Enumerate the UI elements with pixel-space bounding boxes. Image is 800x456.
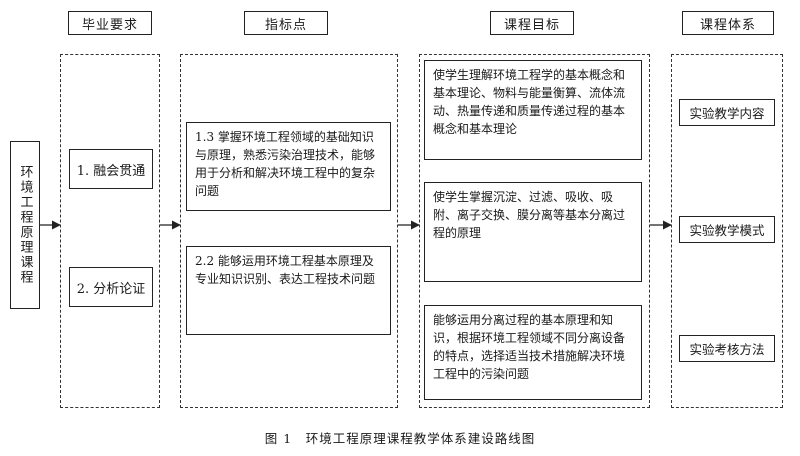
header-system: 课程体系	[682, 11, 774, 35]
objective-item: 使学生掌握沉淀、过滤、吸收、吸附、离子交换、膜分离等基本分离过程的原理	[424, 182, 642, 282]
requirements-group	[60, 54, 160, 408]
system-group	[671, 54, 783, 408]
header-indicators: 指标点	[244, 11, 328, 35]
indicator-item: 2.2 能够运用环境工程基本原理及专业知识识别、表达工程技术问题	[186, 246, 391, 335]
system-item: 实验考核方法	[679, 335, 775, 362]
header-objectives: 课程目标	[490, 11, 574, 35]
indicators-group	[180, 54, 398, 408]
system-item: 实验教学模式	[679, 216, 775, 243]
system-item: 实验教学内容	[679, 99, 775, 126]
objective-item: 使学生理解环境工程学的基本概念和基本理论、物料与能量衡算、流体流动、热量传递和质…	[424, 60, 642, 160]
indicator-item: 1.3 掌握环境工程领域的基础知识与原理，熟悉污染治理技术，能够用于分析和解决环…	[186, 122, 391, 211]
requirement-item: 1. 融会贯通	[69, 149, 153, 189]
requirement-item: 2. 分析论证	[69, 267, 153, 307]
figure-caption: 图 1 环境工程原理课程教学体系建设路线图	[264, 431, 536, 446]
header-requirements: 毕业要求	[68, 11, 152, 35]
objective-item: 能够运用分离过程的基本原理和知识，根据环境工程领域不同分离设备的特点，选择适当技…	[424, 305, 642, 400]
course-label: 环境工程原理课程	[10, 141, 40, 309]
objectives-group	[419, 54, 650, 408]
